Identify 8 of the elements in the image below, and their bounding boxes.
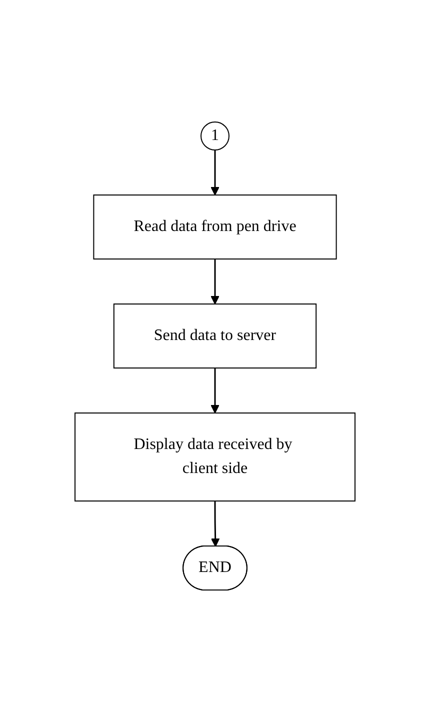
node-box: Send data to server (113, 303, 317, 368)
arrow (210, 368, 220, 413)
arrow (210, 500, 220, 546)
node-box: Read data from pen drive (93, 194, 337, 259)
arrow (210, 258, 220, 304)
node-box: Display data received by client side (74, 412, 356, 501)
arrow (210, 150, 220, 195)
node-circle: 1 (200, 121, 230, 150)
